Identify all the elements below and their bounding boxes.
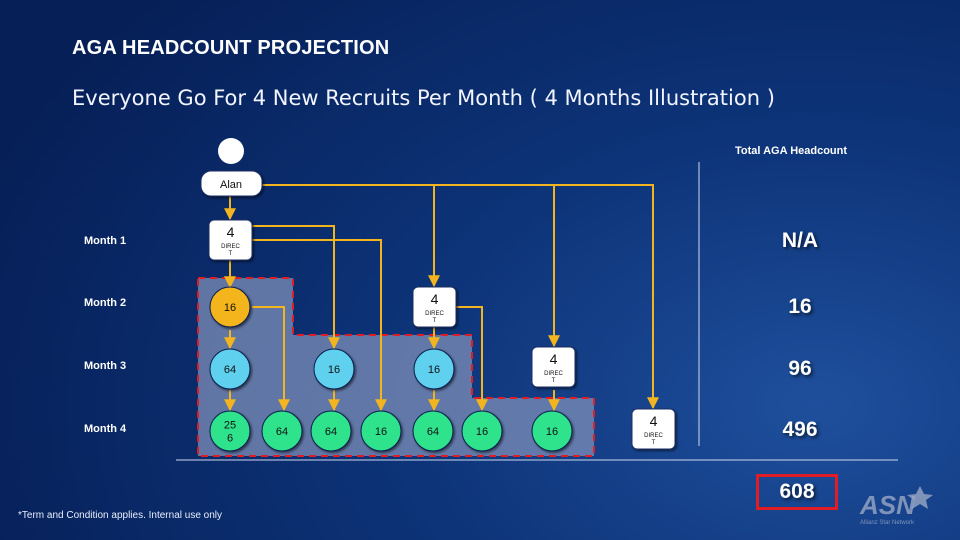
direct-label: T [433,318,437,324]
recruit-node: 64 [310,410,352,452]
direct-label: DIREC [221,244,240,250]
direct-count: 4 [227,224,235,240]
recruit-node: 16 [360,410,402,452]
direct-label: DIREC [644,433,663,439]
page-title: AGA HEADCOUNT PROJECTION [72,37,390,59]
recruit-node: 16 [413,348,455,390]
node-value: 16 [428,364,440,376]
recruit-node: 256 [209,410,251,452]
month-2-label: Month 2 [84,297,127,309]
star-icon [907,486,933,509]
root-person: Alan [200,138,263,197]
direct-label: T [552,378,556,384]
node-value: 25 [224,420,236,432]
logo-tagline: Allianz Star Network [860,520,915,526]
recruit-node: 64 [412,410,454,452]
month-3-label: Month 3 [84,360,127,372]
month-2-4-region [197,277,595,457]
recruit-node: 16 [209,286,251,328]
direct-label: T [652,440,656,446]
recruit-node: 64 [209,348,251,390]
recruit-node: 16 [461,410,503,452]
grand-total-box: 608 [756,474,838,510]
node-value: 16 [476,426,488,438]
asn-logo: ASN Allianz Star Network [859,486,933,526]
node-value: 64 [224,364,236,376]
node-value: 6 [227,433,233,445]
direct-label: T [229,251,233,257]
node-value: 64 [276,426,288,438]
total-month-3: 96 [788,357,812,380]
footnote: *Term and Condition applies. Internal us… [18,510,223,521]
total-month-1: N/A [781,229,819,252]
total-headcount-header: Total AGA Headcount [735,145,848,157]
recruit-node: 64 [261,410,303,452]
logo-text: ASN [859,490,916,520]
direct-count: 4 [431,291,439,307]
total-month-2: 16 [788,295,812,318]
node-value: 64 [427,426,439,438]
person-icon [218,138,244,164]
recruit-node: 16 [531,410,573,452]
node-value: 16 [546,426,558,438]
direct-count: 4 [550,351,558,367]
node-value: 16 [375,426,387,438]
node-value: 64 [325,426,337,438]
node-value: 16 [224,302,236,314]
direct-count: 4 [650,413,658,429]
connectors [224,184,659,412]
page-subtitle: Everyone Go For 4 New Recruits Per Month… [72,86,775,110]
recruit-node: 16 [313,348,355,390]
month-1-label: Month 1 [84,235,127,247]
direct-label: DIREC [544,371,563,377]
total-month-4: 496 [782,418,818,441]
direct-label: DIREC [425,311,444,317]
month-4-label: Month 4 [84,423,127,435]
root-name: Alan [220,179,242,191]
node-value: 16 [328,364,340,376]
